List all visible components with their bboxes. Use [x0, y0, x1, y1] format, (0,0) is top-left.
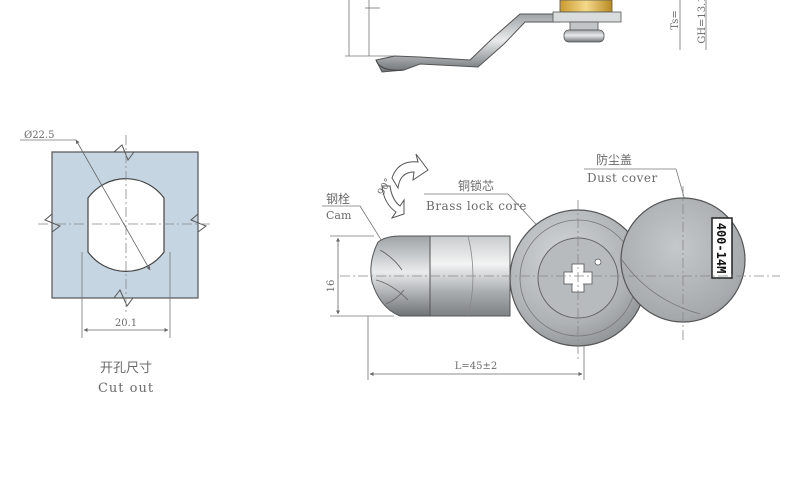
rotation-arrow-icon — [391, 153, 429, 190]
dim-ts: Ts= — [670, 10, 681, 29]
registered-mark-icon — [594, 258, 602, 266]
cam-label-cn: 钢栓 — [326, 191, 350, 206]
side-view: Ts= GH=13.1 — [345, 0, 708, 73]
brass-shank — [559, 0, 613, 13]
assembly-view: 90° 钢栓 Cam 铜锁芯 Brass lock core 防尘盖 Dust … — [322, 152, 780, 380]
screw-head — [563, 29, 605, 43]
dim-length: L=45±2 — [455, 361, 498, 372]
cutout-view: Ø22.5 20.1 开孔尺寸 Cut out — [20, 130, 212, 396]
key-code-text: 400-14M — [714, 223, 728, 274]
caption-en: Cut out — [98, 381, 154, 396]
cover-label-en: Dust cover — [587, 171, 658, 185]
cover-label-cn: 防尘盖 — [596, 152, 632, 167]
core-label-en: Brass lock core — [426, 199, 527, 213]
cam-lever — [375, 13, 561, 73]
dim-width: 20.1 — [115, 318, 137, 329]
core-label-cn: 铜锁芯 — [458, 178, 494, 193]
dim-gh: GH=13.1 — [697, 0, 708, 44]
key-code-plate: 400-14M — [711, 217, 733, 279]
dim-height: 16 — [326, 280, 337, 293]
cam-label-en: Cam — [326, 209, 352, 222]
dim-diameter: Ø22.5 — [24, 130, 54, 141]
caption-cn: 开孔尺寸 — [100, 361, 152, 376]
